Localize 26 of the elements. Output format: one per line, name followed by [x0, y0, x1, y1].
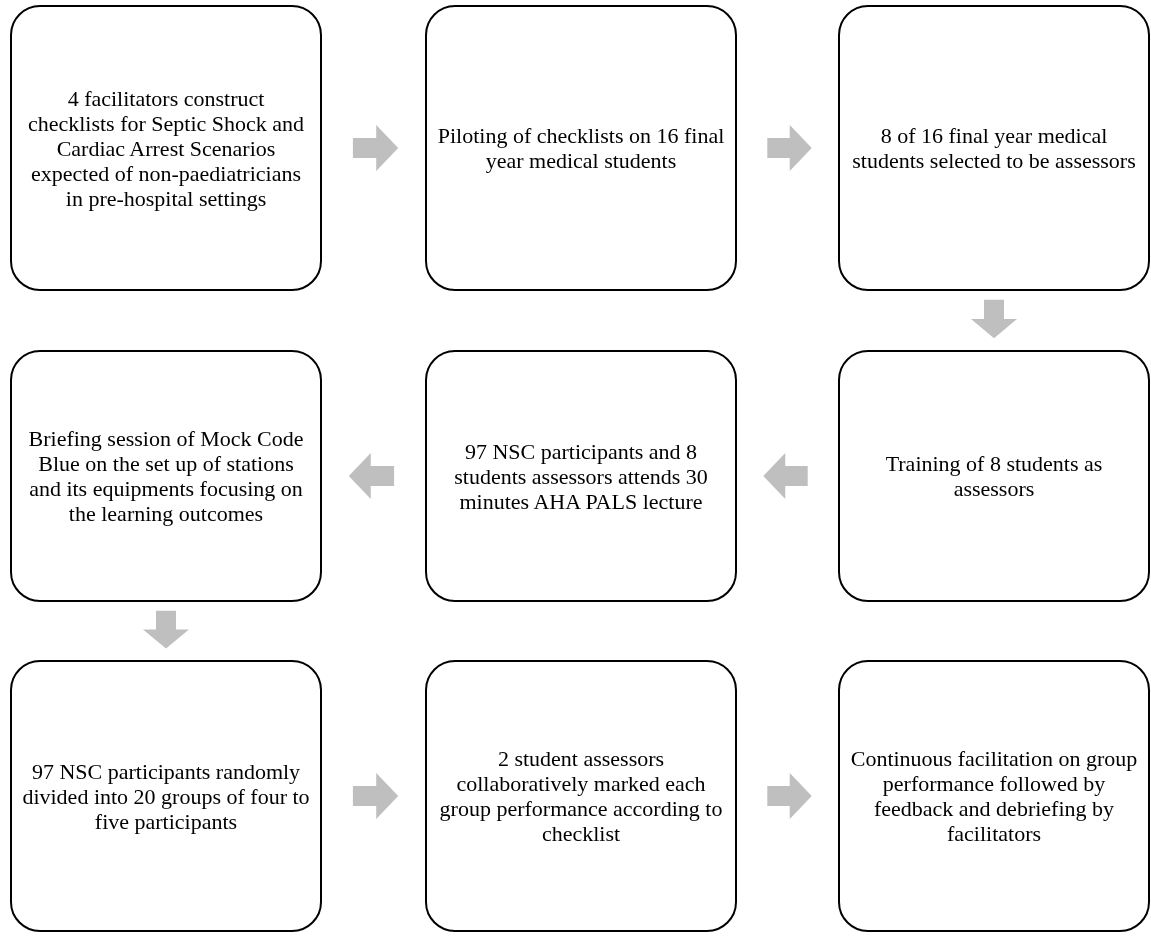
- step-text: Training of 8 students as assessors: [884, 451, 1104, 501]
- process-box: [425, 5, 737, 291]
- process-box: [425, 350, 737, 602]
- process-box: [10, 660, 322, 932]
- block-arrow: [352, 773, 399, 819]
- step-text: Continuous facilitation on group performance followed by feedback and debriefing by facilitators: [850, 746, 1138, 846]
- block-arrow: [767, 125, 812, 171]
- block-arrow: [767, 773, 812, 819]
- block-arrow: [763, 453, 808, 499]
- step-text: 4 facilitators construct checklists for Septic Shock and Cardiac Arrest Scenarios expected of non-paediatricians in pre-hospital settings: [26, 85, 306, 211]
- step-text: 97 NSC participants and 8 students assessors attends 30 minutes AHA PALS lecture: [453, 438, 709, 514]
- process-box: [838, 5, 1150, 291]
- process-box: [838, 350, 1150, 602]
- step-text: 8 of 16 final year medical students selected to be assessors: [851, 123, 1137, 173]
- block-arrow: [352, 125, 399, 171]
- process-box: [838, 660, 1150, 932]
- step-text: Briefing session of Mock Code Blue on the set up of stations and its equipments focusing on the learning outcomes: [27, 426, 305, 526]
- block-arrow: [143, 610, 189, 649]
- block-arrow: [348, 453, 395, 499]
- block-arrow: [971, 299, 1017, 339]
- process-box: [425, 660, 737, 932]
- process-box: [10, 5, 322, 291]
- step-text: 2 student assessors collaboratively marked each group performance according to checklist: [438, 746, 724, 846]
- process-box: [10, 350, 322, 602]
- step-text: 97 NSC participants randomly divided into 20 groups of four to five participants: [22, 758, 310, 834]
- step-text: Piloting of checklists on 16 final year medical students: [437, 123, 725, 173]
